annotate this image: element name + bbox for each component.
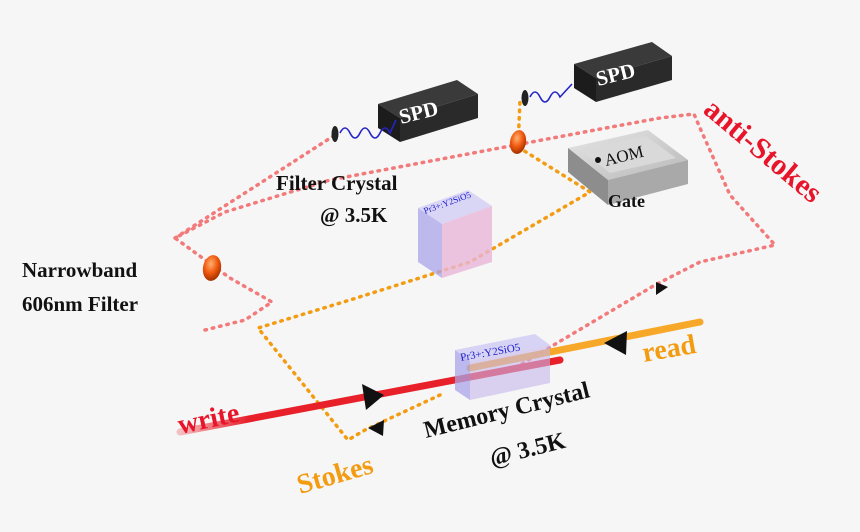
memory-crystal: Pr3+:Y2SiO5 [455, 334, 550, 400]
stokes-arrow-icon [368, 420, 384, 436]
narrowband-label-line2: 606nm Filter [22, 292, 138, 316]
mirror-right [509, 130, 527, 154]
write-arrow-icon [362, 384, 384, 410]
read-arrow-icon [604, 331, 627, 355]
detector-lens-right [521, 90, 529, 106]
aom-box: AOM [568, 130, 688, 205]
fiber-right [529, 83, 573, 103]
mirror-narrowband-filter [202, 255, 222, 281]
filter-crystal-label-line2: @ 3.5K [320, 203, 388, 227]
gate-label: Gate [608, 191, 645, 211]
spd-left: SPD [378, 80, 478, 142]
write-label: write [175, 398, 242, 441]
anti-stokes-path-to-spd [173, 133, 337, 240]
stokes-path [255, 98, 594, 443]
stokes-label: Stokes [293, 449, 376, 500]
spd-right: SPD [574, 42, 672, 102]
aom-dot-icon [595, 157, 601, 163]
memory-crystal-label-line2: @ 3.5K [487, 428, 568, 472]
filter-crystal-label-line1: Filter Crystal [276, 171, 398, 195]
fiber-left [339, 119, 397, 139]
anti-stokes-arrow-icon [656, 282, 668, 295]
detector-lens-left [331, 126, 339, 142]
filter-crystal: Pr3+:Y2SiO5 [418, 189, 492, 278]
anti-stokes-path [171, 112, 779, 367]
narrowband-label-line1: Narrowband [22, 258, 137, 282]
anti-stokes-label: anti-Stokes [698, 92, 829, 209]
